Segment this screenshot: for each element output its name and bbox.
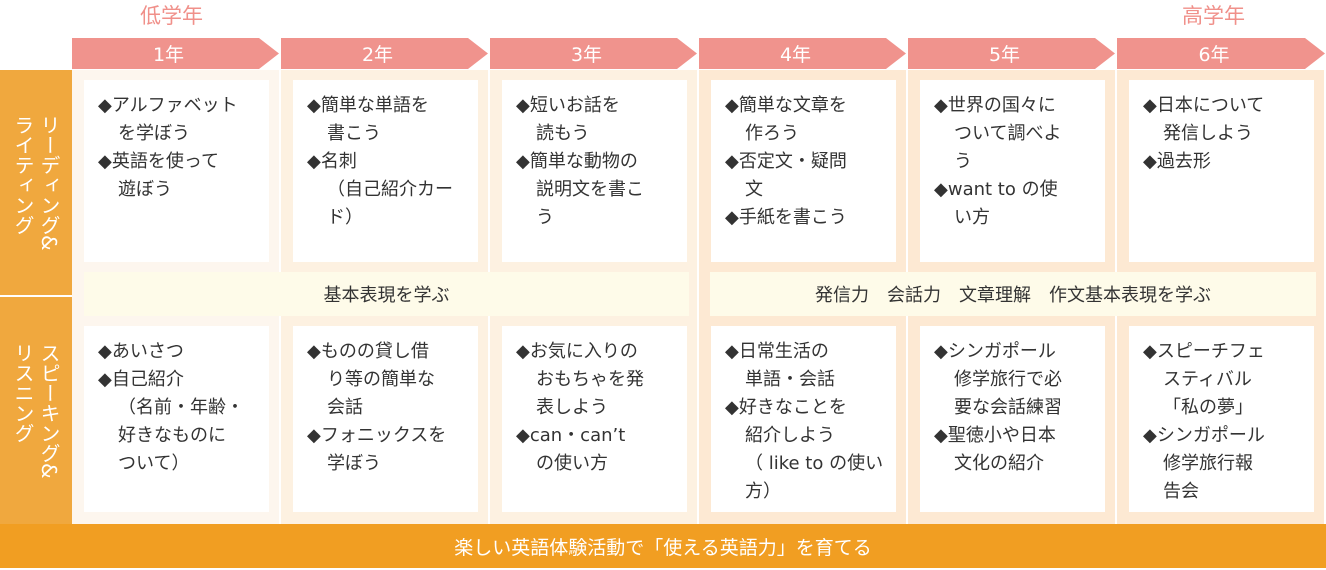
skill-band-upper: 発信力 会話力 文章理解 作文基本表現を学ぶ (710, 272, 1316, 316)
grade-column-1: ◆アルファベット を学ぼう ◆英語を使って 遊ぼう ◆あいさつ ◆自己紹介 （名前・年… (72, 70, 279, 524)
row-label-text: リーディング& ライティング (11, 114, 61, 251)
speaking-listening-card: ◆スピーチフェ スティバル 「私の夢」◆シンガポール 修学旅行報 告会 (1129, 326, 1314, 512)
activity-item: ◆聖徳小や日本 文化の紹介 (934, 425, 1056, 474)
speaking-listening-card: ◆日常生活の 単語・会話 ◆好きなことを 紹介しよう （ like to の使い … (711, 326, 896, 512)
activity-item: ◆can・can’t の使い方 (516, 425, 626, 474)
grade-header-3: 3年 (490, 38, 697, 69)
activity-item: ◆アルファベット を学ぼう (98, 95, 238, 144)
grade-header-4: 4年 (699, 38, 906, 69)
reading-writing-card: ◆短いお話を 読もう ◆簡単な動物の 説明文を書こ う (502, 80, 687, 262)
stage-label-upper: 高学年 (1182, 4, 1245, 28)
activity-item: ◆世界の国々に ついて調べよ う (934, 95, 1062, 172)
activity-item: ◆簡単な単語を 書こう (307, 95, 429, 144)
reading-writing-card: ◆日本について 発信しよう ◆過去形 (1129, 80, 1314, 262)
reading-writing-card: ◆アルファベット を学ぼう ◆英語を使って 遊ぼう (84, 80, 269, 262)
activity-item: ◆フォニックスを 学ぼう (307, 425, 447, 474)
activity-item: ◆シンガポール 修学旅行で必 要な会話練習 (934, 341, 1062, 418)
activity-item: ◆あいさつ (98, 341, 184, 362)
activity-item: ◆否定文・疑問 文 (725, 151, 847, 200)
activity-item: ◆名刺 （自己紹介カー ド） (307, 151, 453, 228)
activity-item: ◆英語を使って 遊ぼう (98, 151, 219, 200)
row-label-reading-writing: リーディング& ライティング (0, 70, 72, 295)
activity-item: ◆日本について 発信しよう (1143, 95, 1265, 144)
row-label-text: スピーキング& リスニング (11, 342, 61, 479)
activity-item: ◆お気に入りの おもちゃを発 表しよう (516, 341, 644, 418)
activity-item: ◆スピーチフェ スティバル 「私の夢」 (1143, 341, 1265, 418)
stage-label-lower: 低学年 (140, 4, 203, 28)
reading-writing-card: ◆簡単な単語を 書こう ◆名刺 （自己紹介カー ド） (293, 80, 478, 262)
row-label-speaking-listening: スピーキング& リスニング (0, 297, 72, 524)
reading-writing-card: ◆簡単な文章を 作ろう ◆否定文・疑問 文 ◆手紙を書こう (711, 80, 896, 262)
activity-item: ◆ものの貸し借 り等の簡単な 会話 (307, 341, 435, 418)
activity-item: ◆簡単な文章を 作ろう (725, 95, 847, 144)
activity-item: ◆want to の使 い方 (934, 179, 1058, 228)
grade-header-2: 2年 (281, 38, 488, 69)
speaking-listening-card: ◆あいさつ ◆自己紹介 （名前・年齢・ 好きなものに ついて） (84, 326, 269, 512)
footer-banner: 楽しい英語体験活動で「使える英語力」を育てる (0, 524, 1326, 568)
skill-band-lower: 基本表現を学ぶ (84, 272, 689, 316)
activity-item: ◆過去形 (1143, 151, 1211, 172)
reading-writing-card: ◆世界の国々に ついて調べよ う ◆want to の使 い方 (920, 80, 1105, 262)
activity-item: ◆日常生活の 単語・会話 (725, 341, 835, 390)
grade-header-6: 6年 (1117, 38, 1325, 69)
activity-item: ◆自己紹介 （名前・年齢・ 好きなものに ついて） (98, 369, 244, 474)
activity-item: ◆シンガポール 修学旅行報 告会 (1143, 425, 1265, 502)
grade-header-1: 1年 (72, 38, 279, 69)
activity-item: ◆好きなことを 紹介しよう （ like to の使い 方） (725, 397, 884, 502)
activity-item: ◆短いお話を 読もう (516, 95, 620, 144)
speaking-listening-card: ◆ものの貸し借 り等の簡単な 会話 ◆フォニックスを 学ぼう (293, 326, 478, 512)
grade-column-6: ◆日本について 発信しよう ◆過去形 ◆スピーチフェ スティバル 「私の夢」◆シンガ… (1117, 70, 1324, 524)
activity-item: ◆手紙を書こう (725, 207, 847, 228)
speaking-listening-card: ◆シンガポール 修学旅行で必 要な会話練習 ◆聖徳小や日本 文化の紹介 (920, 326, 1105, 512)
grade-header-5: 5年 (908, 38, 1115, 69)
speaking-listening-card: ◆お気に入りの おもちゃを発 表しよう ◆can・can’t の使い方 (502, 326, 687, 512)
activity-item: ◆簡単な動物の 説明文を書こ う (516, 151, 644, 228)
